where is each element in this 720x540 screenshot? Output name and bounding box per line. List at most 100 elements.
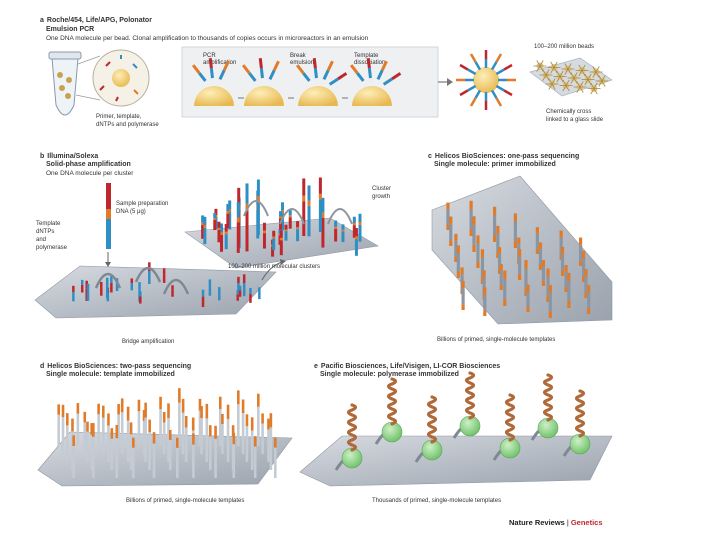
immobilized-template	[176, 438, 179, 478]
template-label-line1: Template	[36, 221, 61, 227]
template-label-line3: and	[36, 237, 46, 243]
beads-count-label: 100–200 million beads	[534, 44, 594, 50]
immobilized-template	[77, 403, 80, 446]
immobilized-template	[92, 423, 95, 478]
crosslink-label-line2: linked to a glass slide	[546, 117, 604, 123]
surface-strand	[218, 287, 221, 300]
cluster-strand	[226, 204, 229, 228]
panel-b-description: One DNA molecule per cluster	[46, 170, 134, 177]
glass-slide-beads	[530, 58, 612, 96]
emulsion-tube	[49, 52, 81, 115]
primed-template	[472, 216, 475, 252]
panel-d-title: Helicos BioSciences: two-pass sequencing	[47, 363, 191, 370]
polymerase-unit	[376, 379, 402, 444]
immobilized-template	[192, 433, 195, 478]
svg-text:cHelicos BioSciences: one-pass: cHelicos BioSciences: one-pass sequencin…	[428, 153, 579, 160]
cluster-strand	[213, 213, 216, 230]
cluster-strand	[272, 231, 275, 250]
cluster-strand	[289, 210, 292, 229]
cluster-strand	[307, 185, 310, 236]
panel-a-subtitle: Emulsion PCR	[46, 26, 94, 33]
immobilized-template	[62, 405, 65, 454]
cluster-strand	[246, 183, 249, 251]
immobilized-template	[66, 413, 69, 462]
primed-template	[449, 216, 452, 246]
primed-template	[587, 285, 590, 314]
primed-template	[567, 273, 570, 308]
bridge-amplification-label: Bridge amplification	[122, 339, 174, 345]
cluster-strand	[217, 222, 220, 243]
template-label-line4: polymerase	[36, 245, 68, 251]
surface-strand	[171, 285, 174, 296]
surface-strand	[106, 278, 109, 299]
immobilized-template	[121, 398, 124, 454]
primed-template	[476, 235, 479, 268]
cluster-strand	[257, 180, 260, 235]
reagents-label-line1: Primer, template,	[96, 114, 142, 120]
immobilized-template	[83, 412, 86, 454]
cluster-strand	[237, 202, 240, 253]
primed-template	[483, 287, 486, 316]
sample-dna-strand	[105, 183, 111, 267]
amplified-bead	[456, 50, 516, 110]
cluster-strand	[341, 224, 344, 242]
immobilized-template	[163, 412, 166, 454]
crosslink-label-line1: Chemically cross	[546, 109, 591, 115]
primed-template	[561, 247, 564, 276]
surface-strand	[72, 286, 75, 301]
panel-e-title: Pacific Biosciences, Life/Visigen, LI-CO…	[321, 363, 500, 370]
immobilized-template	[227, 405, 230, 462]
immobilized-template	[153, 432, 156, 478]
panel-e-subtitle: Single molecule: polymerase immobilized	[320, 371, 459, 378]
immobilized-template	[232, 433, 235, 478]
immobilized-template	[115, 425, 118, 478]
immobilized-template	[214, 426, 217, 478]
polymerase-unit	[454, 373, 480, 438]
primed-template	[493, 207, 496, 242]
journal-name: Nature Reviews	[509, 518, 565, 527]
surface-strand	[110, 276, 113, 292]
primed-template	[518, 249, 521, 280]
surface-strand	[202, 290, 205, 307]
primed-template	[446, 203, 449, 230]
primed-template	[470, 201, 473, 236]
surface-strand	[163, 268, 166, 283]
reagents-label-line2: dNTPs and polymerase	[96, 122, 159, 128]
immobilized-template	[209, 425, 212, 470]
immobilized-template	[185, 416, 188, 462]
panel-d-subtitle: Single molecule: template immobilized	[46, 371, 175, 378]
surface-strand	[258, 287, 261, 299]
surface-strand	[148, 262, 151, 284]
immobilized-template	[221, 414, 224, 454]
panel-a-title: Roche/454, Life/APG, Polonator	[47, 17, 152, 24]
cluster-strand	[302, 178, 305, 236]
immobilized-template	[57, 404, 60, 446]
primed-template	[514, 213, 517, 248]
primed-template	[579, 238, 582, 266]
primed-template	[526, 285, 529, 312]
cluster-strand	[220, 223, 223, 251]
cluster-strand	[203, 217, 206, 244]
panel-c-subtitle: Single molecule: primer immobilized	[434, 161, 556, 168]
cluster-strand	[358, 214, 361, 242]
primed-template	[500, 264, 503, 290]
immobilized-template	[267, 419, 270, 462]
primed-template	[584, 269, 587, 298]
surface-strand	[131, 278, 134, 290]
cluster-strand	[296, 221, 299, 241]
immobilized-template	[251, 417, 254, 470]
template-label-line2: dNTPs	[36, 229, 54, 235]
immobilized-template	[169, 430, 172, 470]
immobilized-template	[102, 406, 105, 454]
immobilized-template	[237, 390, 240, 446]
panel-a-description: One DNA molecule per bead. Clonal amplif…	[46, 35, 369, 42]
step-break-line2: emulsion	[290, 60, 314, 66]
primed-template	[549, 285, 552, 318]
primed-template	[564, 265, 567, 292]
immobilized-template	[242, 400, 245, 454]
surface-strand	[81, 280, 84, 293]
